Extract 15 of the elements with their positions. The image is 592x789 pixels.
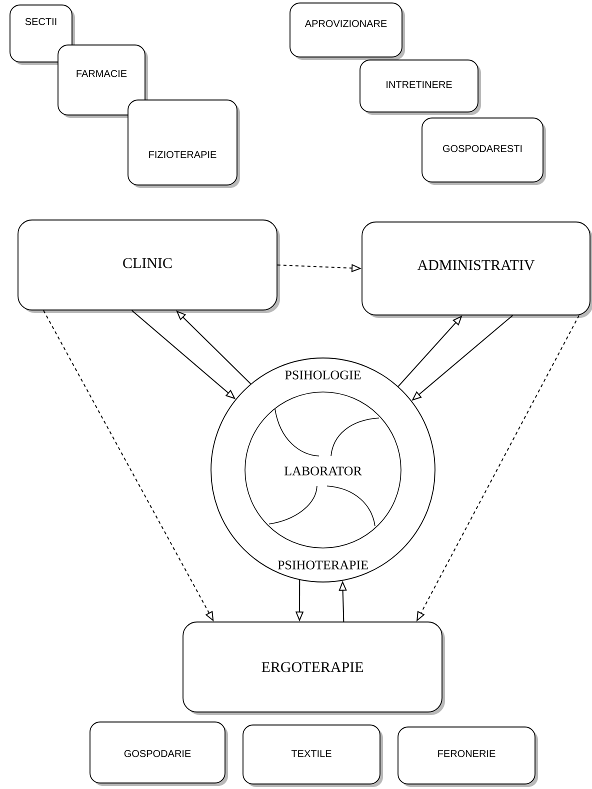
- department-box: FERONERIE: [398, 726, 538, 787]
- department-box: APROVIZIONARE: [290, 2, 405, 60]
- department-box: INTRETINERE: [360, 60, 481, 115]
- department-box: GOSPODARESTI: [422, 118, 546, 185]
- department-box: ADMINISTRATIV: [362, 222, 592, 318]
- ring-label: PSIHOTERAPIE: [278, 560, 368, 570]
- department-box: FIZIOTERAPIE: [128, 100, 240, 188]
- department-box: CLINIC: [18, 220, 280, 313]
- department-box: ERGOTERAPIE: [182, 622, 445, 715]
- department-box: FARMACIE: [58, 44, 148, 118]
- ring-label: PSIHOLOGIE: [285, 370, 361, 380]
- department-box: GOSPODARIE: [90, 722, 228, 786]
- department-box: SECTII: [10, 4, 75, 65]
- department-box: TEXTILE: [242, 724, 383, 787]
- center-label: LABORATOR: [284, 466, 362, 476]
